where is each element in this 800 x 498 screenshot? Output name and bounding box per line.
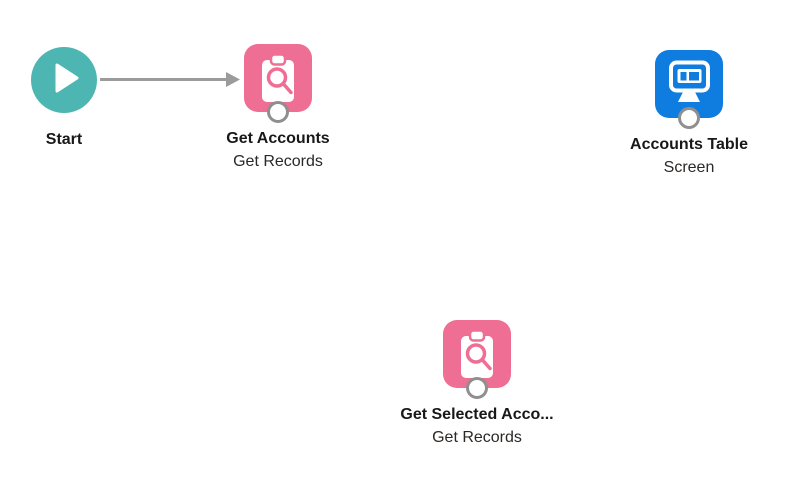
connector-port[interactable] — [466, 376, 488, 399]
start-node-circle[interactable] — [31, 47, 97, 113]
flow-node-start[interactable]: Start — [0, 47, 164, 149]
node-type-accounts-table: Screen — [663, 158, 715, 176]
node-label-accounts-table: Accounts Table — [630, 135, 748, 153]
connector-start-to-get-accounts[interactable] — [98, 69, 243, 90]
node-type-get-selected-accounts: Get Records — [432, 428, 522, 446]
node-label-start: Start — [45, 131, 83, 148]
flow-node-get-accounts[interactable]: Get Accounts Get Records — [178, 44, 378, 171]
flow-node-get-selected-accounts[interactable]: Get Selected Acco... Get Records — [377, 320, 577, 447]
record-lookup-icon[interactable] — [244, 44, 312, 112]
node-type-get-accounts: Get Records — [233, 152, 323, 170]
flow-node-accounts-table[interactable]: Accounts Table Screen — [589, 50, 789, 177]
play-icon — [55, 63, 79, 93]
node-label-get-accounts: Get Accounts — [226, 129, 330, 147]
record-lookup-icon[interactable] — [443, 320, 511, 388]
connector-port[interactable] — [267, 100, 289, 123]
connector-port[interactable] — [678, 106, 700, 129]
node-label-get-selected-accounts: Get Selected Acco... — [400, 405, 554, 423]
